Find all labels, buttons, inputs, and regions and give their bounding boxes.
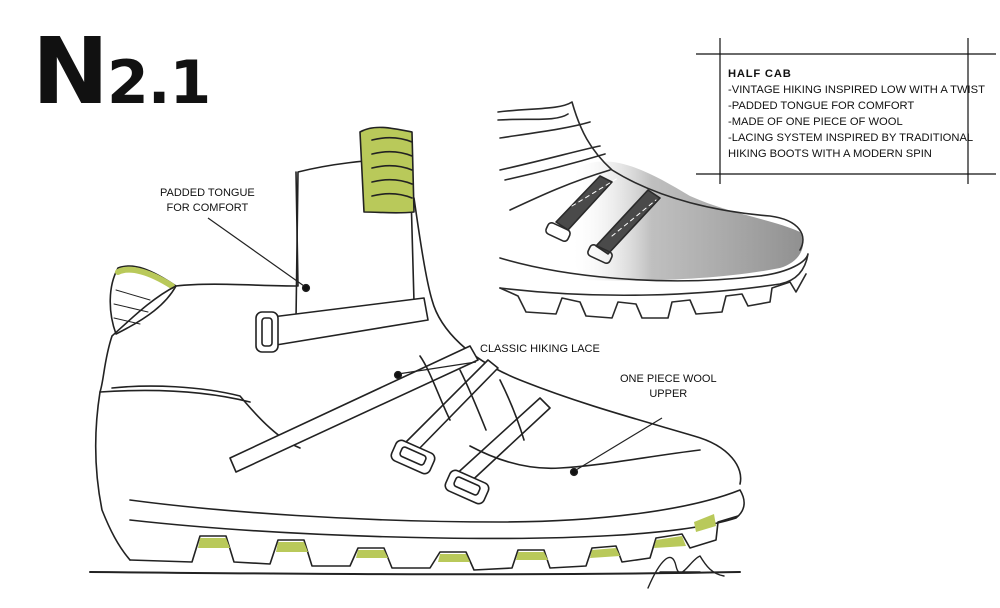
secondary-eyelet-2 [587,244,613,264]
outsole-accent-5 [516,552,548,560]
description-line: -VINTAGE HIKING INSPIRED LOW WITH A TWIS… [728,84,985,96]
outsole-accent-3 [356,550,388,558]
secondary-shoe-sketch [497,101,809,319]
heel-collar-padding [109,265,177,335]
secondary-upper-outline [497,101,804,251]
secondary-midsole [499,253,809,297]
secondary-lace-1 [499,121,591,139]
tongue-pull-tab [359,126,415,214]
brand-logo: N2.1 [32,26,211,118]
main-boot-sketch [89,126,745,589]
boot-upper-outline [94,171,299,561]
outsole-accent-7 [654,536,686,548]
outsole-accent-6 [590,548,620,558]
callout-line: CLASSIC HIKING LACE [480,343,600,355]
description-box-frame [696,38,996,184]
callout-line: PADDED TONGUE [160,187,255,199]
tongue-leader [207,217,305,287]
outsole-accent-8 [694,514,716,532]
callout-line: FOR COMFORT [166,202,249,214]
callout-padded-tongue: PADDED TONGUE FOR COMFORT [160,186,255,216]
lace-leader [397,361,477,375]
callout-line: ONE PIECE WOOL [620,373,717,385]
secondary-outsole-lugs [499,273,807,319]
callout-line: UPPER [649,388,688,400]
description-line: -MADE OF ONE PIECE OF WOOL [728,116,903,128]
callout-hiking-lace: CLASSIC HIKING LACE [480,342,600,357]
upper-leader [575,417,663,471]
description-title: HALF CAB [728,68,792,80]
outsole-accent-1 [198,538,230,548]
midsole [129,489,745,540]
brand-mark: N [32,18,109,125]
wool-toe-shading [569,161,804,281]
description-line: -LACING SYSTEM INSPIRED BY TRADITIONAL [728,132,974,144]
secondary-dark-lace-2 [595,189,661,255]
outsole-lugs [129,515,739,571]
description-line: HIKING BOOTS WITH A MODERN SPIN [728,148,932,160]
lace-strap-1 [229,345,479,473]
callout-leaders [207,217,663,477]
brand-version: 2.1 [107,48,211,118]
secondary-lace-2 [499,145,606,181]
outsole-accent-2 [276,542,308,552]
description-box: HALF CAB -VINTAGE HIKING INSPIRED LOW WI… [728,66,990,162]
secondary-eyelet-1 [545,222,571,242]
outsole-accent-4 [438,554,470,562]
designer-signature [647,555,725,589]
description-line: -PADDED TONGUE FOR COMFORT [728,100,915,112]
ground-line [89,571,741,576]
callout-wool-upper: ONE PIECE WOOL UPPER [620,372,717,402]
secondary-lace-3 [509,169,611,211]
